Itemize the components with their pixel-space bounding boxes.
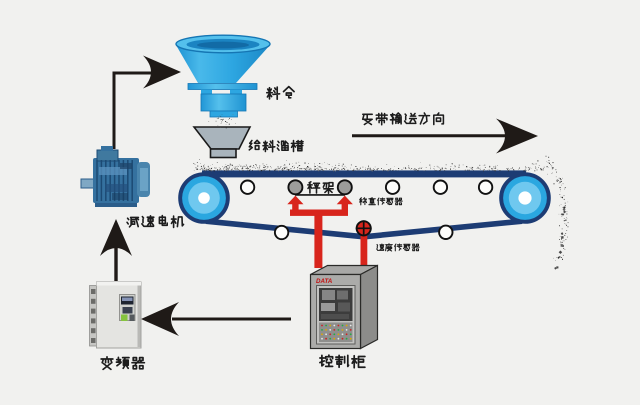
svg-text:DATA: DATA bbox=[316, 278, 333, 285]
